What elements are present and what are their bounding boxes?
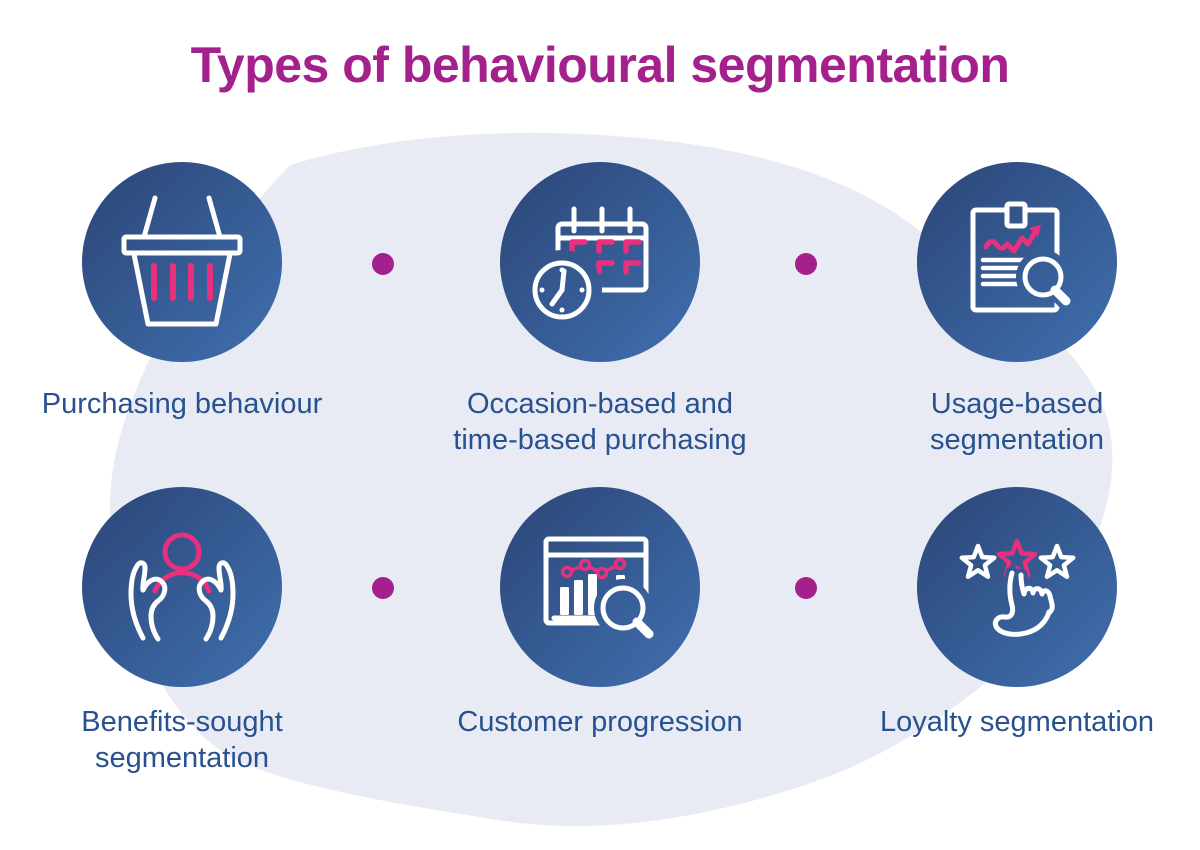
star-rating-tap-icon (917, 487, 1117, 687)
item-label: Customer progression (457, 706, 743, 738)
report-magnifier-icon (917, 162, 1117, 362)
item-label: Loyalty segmentation (879, 706, 1155, 738)
item-usage-based-segmentation: Usage-based segmentation (837, 162, 1197, 458)
page-title: Types of behavioural segmentation (190, 37, 1010, 93)
item-benefits-sought-segmentation: Benefits-sought segmentation (2, 487, 362, 776)
item-label: Occasion-based and time-based purchasing (453, 388, 747, 456)
separator-dot (372, 577, 394, 599)
item-occasion-time-purchasing: Occasion-based and time-based purchasing (420, 162, 780, 458)
item-label: Usage-based segmentation (929, 388, 1105, 456)
separator-dot (372, 253, 394, 275)
item-customer-progression: Customer progression (420, 487, 780, 740)
hands-holding-person-icon (82, 487, 282, 687)
item-label: Benefits-sought segmentation (81, 706, 283, 774)
calendar-clock-icon (500, 162, 700, 362)
separator-dot (795, 577, 817, 599)
separator-dot (795, 253, 817, 275)
item-label: Purchasing behaviour (41, 388, 323, 420)
item-loyalty-segmentation: Loyalty segmentation (837, 487, 1197, 740)
item-purchasing-behaviour: Purchasing behaviour (2, 162, 362, 422)
shopping-basket-icon (82, 162, 282, 362)
chart-magnifier-icon (500, 487, 700, 687)
